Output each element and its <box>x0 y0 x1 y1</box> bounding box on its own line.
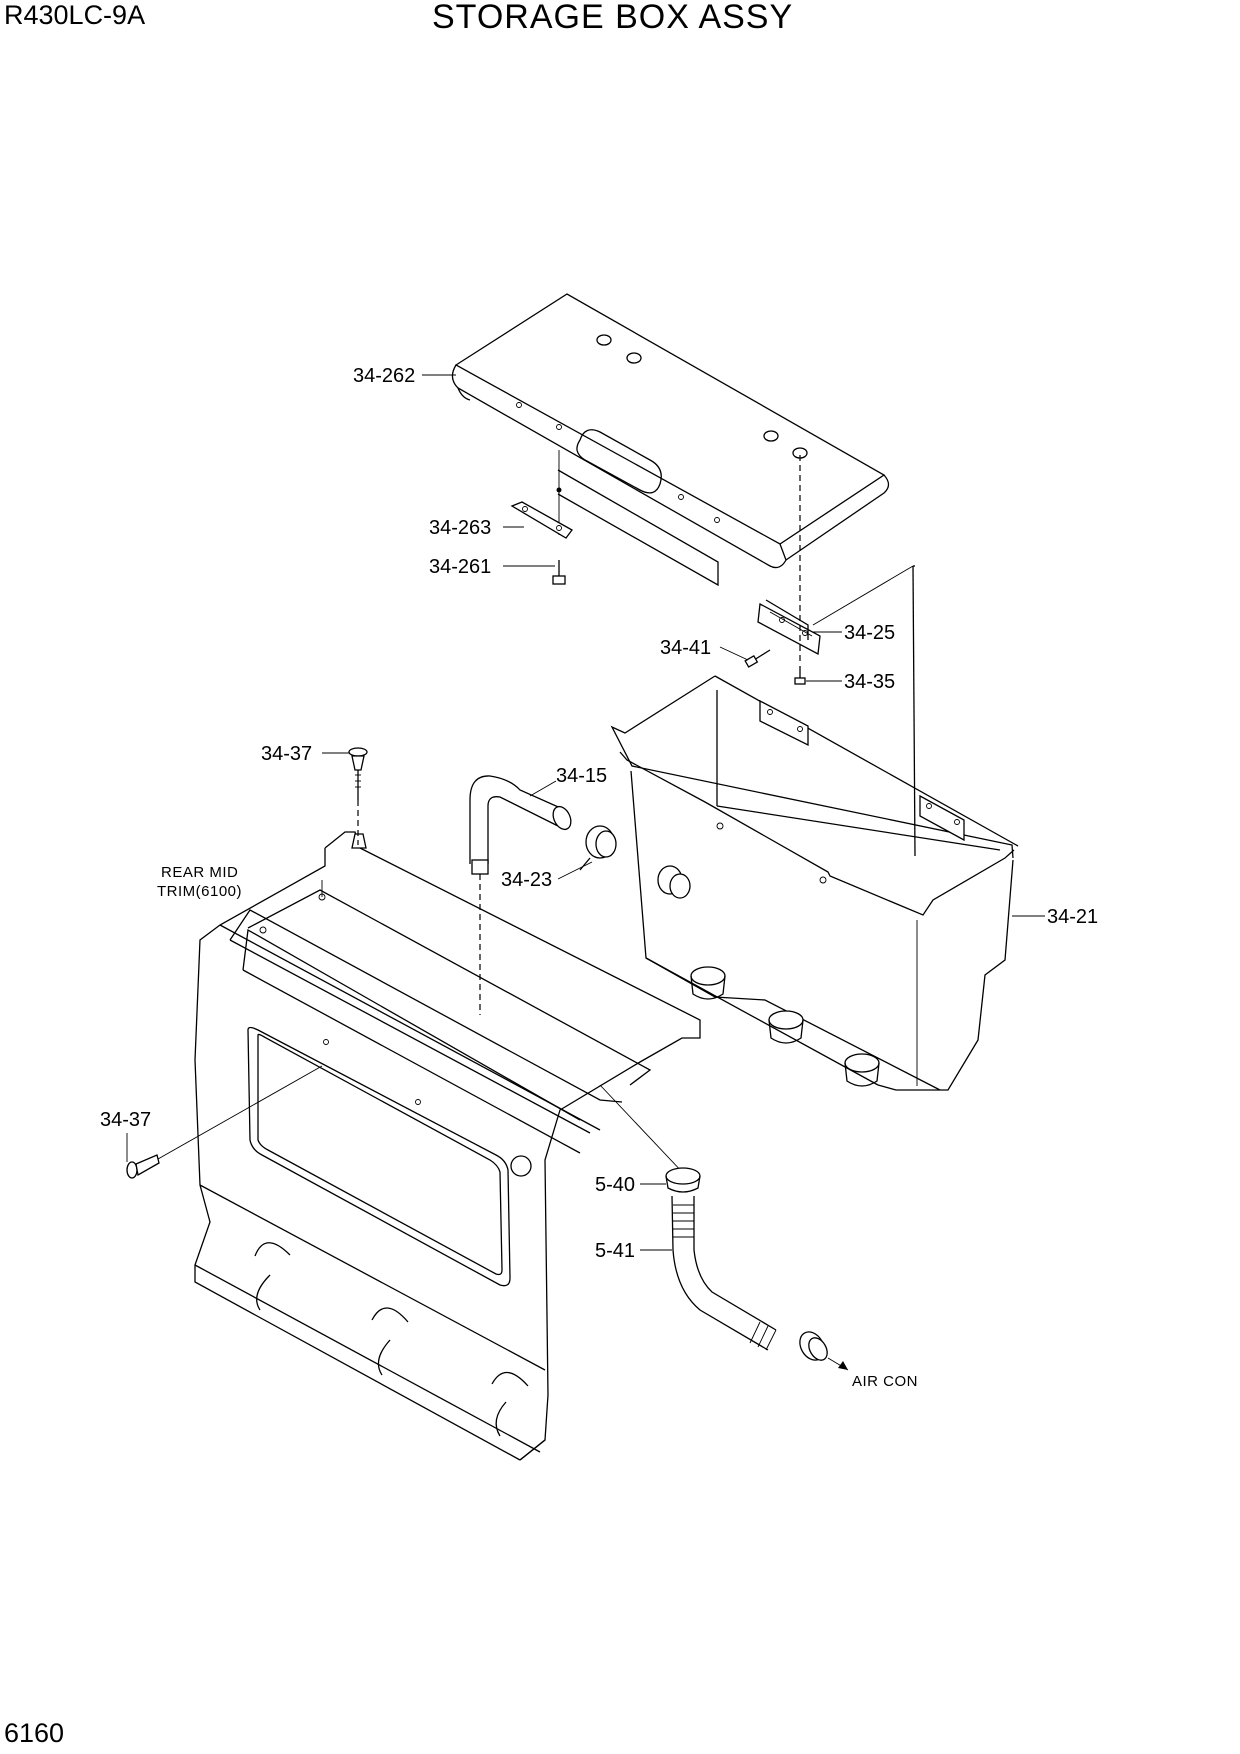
screw-34-37-top <box>348 747 368 845</box>
callout-34-35: 34-35 <box>844 671 895 693</box>
callout-5-41: 5-41 <box>595 1240 635 1262</box>
page-number: 6160 <box>4 1718 65 1748</box>
callout-34-21: 34-21 <box>1047 906 1098 928</box>
page-title: STORAGE BOX ASSY <box>432 0 794 36</box>
drain-hose <box>469 775 617 1015</box>
callout-34-37-left: 34-37 <box>100 1109 151 1131</box>
note-air-con: AIR CON <box>852 1373 918 1390</box>
callout-5-40: 5-40 <box>595 1174 635 1196</box>
rear-mid-trim-panel <box>194 831 701 1461</box>
model-code: R430LC-9A <box>4 0 146 30</box>
lid-stay-bracket <box>510 450 573 585</box>
note-rear-mid-line1: REAR MID <box>161 864 238 881</box>
storage-box <box>610 565 1019 1091</box>
hinge-assembly <box>744 455 821 685</box>
callout-34-262: 34-262 <box>353 365 415 387</box>
storage-lid <box>451 293 890 587</box>
screw-34-37-left <box>126 1065 323 1179</box>
callout-34-261: 34-261 <box>429 556 491 578</box>
callout-34-23: 34-23 <box>501 869 552 891</box>
callout-34-41: 34-41 <box>660 637 711 659</box>
callout-34-37-top: 34-37 <box>261 743 312 765</box>
callout-34-25: 34-25 <box>844 622 895 644</box>
callout-34-263: 34-263 <box>429 517 491 539</box>
drain-fitting-and-hose <box>599 1084 849 1371</box>
callout-34-15: 34-15 <box>556 765 607 787</box>
note-rear-mid-line2: TRIM(6100) <box>157 883 242 900</box>
leader-lines <box>126 374 1045 1251</box>
